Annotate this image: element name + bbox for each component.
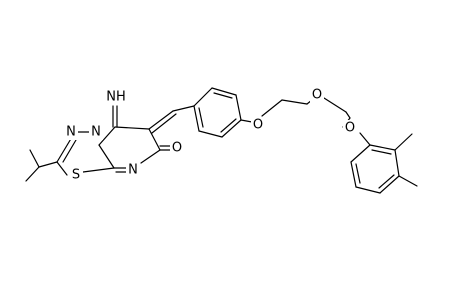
bond-ar2-e — [350, 161, 357, 188]
bond-me-b — [398, 175, 418, 187]
ring-n1-label: N — [64, 124, 78, 140]
bond-ar1-o1 — [240, 119, 253, 123]
bond-c2-s — [56, 161, 68, 176]
bond-ar1-a — [193, 87, 213, 107]
bond-ar1-d — [221, 119, 242, 138]
bond-ch2-ch2a — [281, 99, 308, 105]
bond-ar1-c — [235, 94, 242, 121]
bond-ar2-c-inner — [378, 174, 395, 189]
sulfur-label: S — [69, 167, 83, 183]
bond-ar2-e-inner — [355, 163, 361, 184]
ether-o2-text: O — [312, 88, 322, 103]
bonds — [25, 87, 418, 194]
carbonyl-o-text: O — [172, 141, 182, 156]
bond-o3-ar2 — [359, 132, 371, 146]
bond-c2-ch — [38, 161, 58, 168]
ether-o1-label: O — [251, 117, 265, 133]
imine-label: NH — [104, 89, 128, 105]
bond-n-c2 — [56, 136, 73, 163]
ring-n3-text: N — [128, 163, 138, 178]
bond-n-c2-double — [62, 139, 77, 163]
ring-n3-label: N — [126, 162, 140, 178]
bond-c7-c6 — [148, 128, 161, 151]
ether-o2-label: O — [310, 87, 324, 103]
bond-c5-n — [98, 126, 116, 146]
bond-ar1-e — [198, 130, 223, 138]
imine-nh-text: NH — [106, 90, 126, 105]
bond-s-c8a — [82, 167, 115, 173]
ether-o3-text: O — [345, 121, 355, 136]
bond-ar2-b — [394, 149, 400, 177]
bond-o1-ch2 — [261, 99, 283, 117]
ring-n2-text: N — [91, 125, 101, 140]
bond-ar1-d-inner — [220, 118, 237, 133]
bond-ch-ar — [172, 105, 195, 112]
ring-n1-text: N — [66, 125, 76, 140]
ether-o1-text: O — [253, 118, 263, 133]
bond-ar1-b-inner — [213, 92, 233, 99]
bond-ar1-b — [211, 87, 237, 96]
bond-ch-me2 — [25, 166, 40, 182]
bond-o2-ch2 — [323, 97, 347, 113]
bond-ar2-c — [379, 175, 400, 194]
bond-c6-ch — [148, 110, 174, 130]
bond-c5-c6 — [114, 126, 150, 130]
bond-me-a — [394, 133, 413, 151]
bond-ch-me1 — [29, 149, 40, 168]
bond-ar2-f — [350, 144, 371, 163]
sulfur-text: S — [72, 168, 80, 183]
ring-n2-label: N — [89, 124, 103, 140]
bond-c6-ch-double — [151, 113, 177, 134]
bond-ch2-ch2b — [345, 111, 351, 119]
bond-ar2-a — [369, 144, 396, 151]
atom-labels: NH N N S N O O O — [64, 87, 357, 183]
bond-n8-c7 — [140, 149, 161, 164]
carbonyl-o-label: O — [170, 140, 184, 156]
ether-o3-label: O — [343, 120, 357, 136]
bond-ar2-a-inner — [371, 149, 392, 155]
bond-ar1-f-inner — [198, 107, 204, 128]
bond-n4-c8a — [98, 144, 115, 169]
bond-ar1-f — [193, 105, 200, 132]
bond-ar2-d — [355, 186, 381, 194]
